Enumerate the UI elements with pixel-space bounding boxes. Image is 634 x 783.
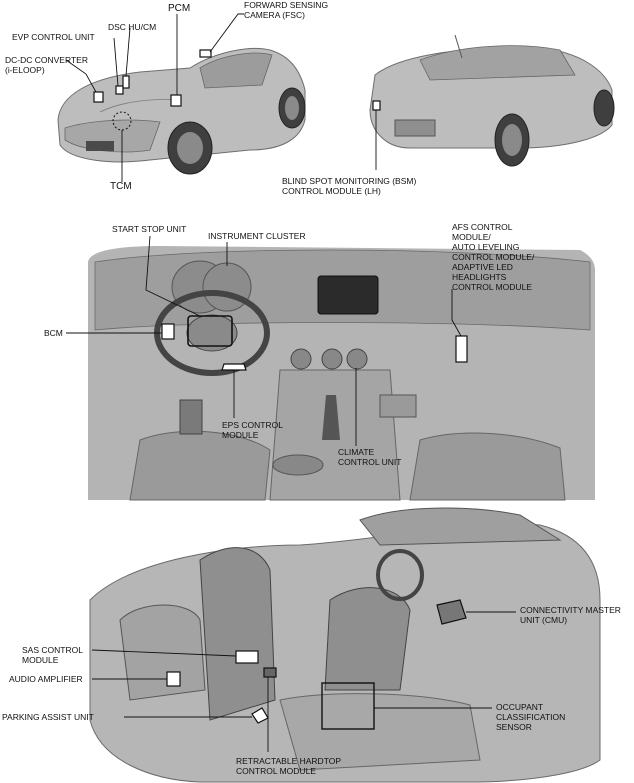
sas-box <box>235 650 259 664</box>
cmu-label: CONNECTIVITY MASTER UNIT (CMU) <box>520 605 621 625</box>
rht-box <box>263 667 277 678</box>
tcm-label: TCM <box>110 181 132 192</box>
dsc-label: DSC HU/CM <box>108 22 157 32</box>
bsm-box <box>372 100 381 111</box>
dcdc-label: DC-DC CONVERTER (i-ELOOP) <box>5 55 88 75</box>
dcdc-box <box>93 91 104 103</box>
bcm-label: BCM <box>44 328 63 338</box>
fsc-label: FORWARD SENSING CAMERA (FSC) <box>244 0 329 20</box>
dsc-box <box>122 75 130 89</box>
afs-label: AFS CONTROL MODULE/ AUTO LEVELING CONTRO… <box>452 222 535 292</box>
rear-car-illustration <box>369 34 615 167</box>
cmu-box <box>436 599 467 625</box>
front-car-illustration <box>57 47 306 175</box>
dashboard-illustration <box>88 246 595 501</box>
amp-label: AUDIO AMPLIFIER <box>9 674 83 684</box>
eps-box <box>221 363 247 371</box>
evp-label: EVP CONTROL UNIT <box>12 32 95 42</box>
bcm-box <box>161 323 175 340</box>
eps-label: EPS CONTROL MODULE <box>222 420 283 440</box>
pau-label: PARKING ASSIST UNIT <box>2 712 94 722</box>
evp-box <box>115 85 124 95</box>
fsc-box <box>199 49 212 58</box>
ic-label: INSTRUMENT CLUSTER <box>208 231 306 241</box>
interior-car-illustration <box>89 507 601 783</box>
bsm-label: BLIND SPOT MONITORING (BSM) CONTROL MODU… <box>282 176 417 196</box>
ocs-frame <box>321 682 375 730</box>
climate-label: CLIMATE CONTROL UNIT <box>338 447 402 467</box>
tcm-circle <box>112 111 132 131</box>
ocs-label: OCCUPANT CLASSIFICATION SENSOR <box>496 702 566 732</box>
sas-label: SAS CONTROL MODULE <box>22 645 83 665</box>
pcm-box <box>170 94 182 107</box>
pcm-label: PCM <box>168 3 191 14</box>
ssu-frame <box>187 315 233 347</box>
amp-box <box>166 671 181 687</box>
rht-label: RETRACTABLE HARDTOP CONTROL MODULE <box>236 756 342 776</box>
ssu-label: START STOP UNIT <box>112 224 187 234</box>
afs-box <box>455 335 468 363</box>
